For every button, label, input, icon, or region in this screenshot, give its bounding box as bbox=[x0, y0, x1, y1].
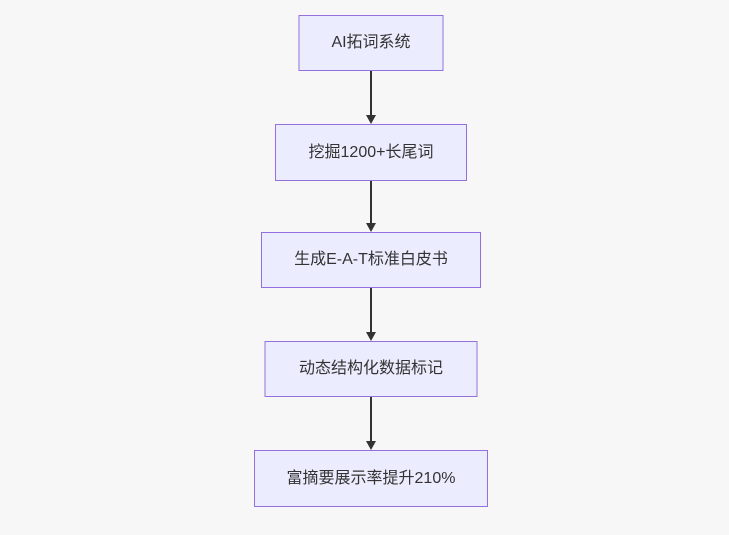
flow-node-generate-eat-whitepaper: 生成E-A-T标准白皮书 bbox=[261, 232, 481, 288]
arrow-B-to-C bbox=[366, 181, 376, 232]
arrow-D-to-E bbox=[366, 397, 376, 450]
arrow-A-to-B bbox=[366, 71, 376, 124]
flow-node-label: 生成E-A-T标准白皮书 bbox=[294, 251, 448, 268]
flow-node-label: 挖掘1200+长尾词 bbox=[308, 143, 434, 161]
arrow-C-to-D bbox=[366, 288, 376, 341]
flow-node-mine-longtail-keywords: 挖掘1200+长尾词 bbox=[275, 124, 467, 181]
flow-node-label: AI拓词系统 bbox=[331, 34, 411, 51]
flow-node-label: 富摘要展示率提升210% bbox=[286, 469, 456, 487]
flow-node-rich-snippet-rate-increase: 富摘要展示率提升210% bbox=[254, 450, 488, 507]
flow-node-dynamic-structured-data-markup: 动态结构化数据标记 bbox=[264, 341, 478, 397]
flow-node-ai-word-expansion-system: AI拓词系统 bbox=[298, 15, 444, 71]
flow-node-label: 动态结构化数据标记 bbox=[298, 360, 443, 377]
